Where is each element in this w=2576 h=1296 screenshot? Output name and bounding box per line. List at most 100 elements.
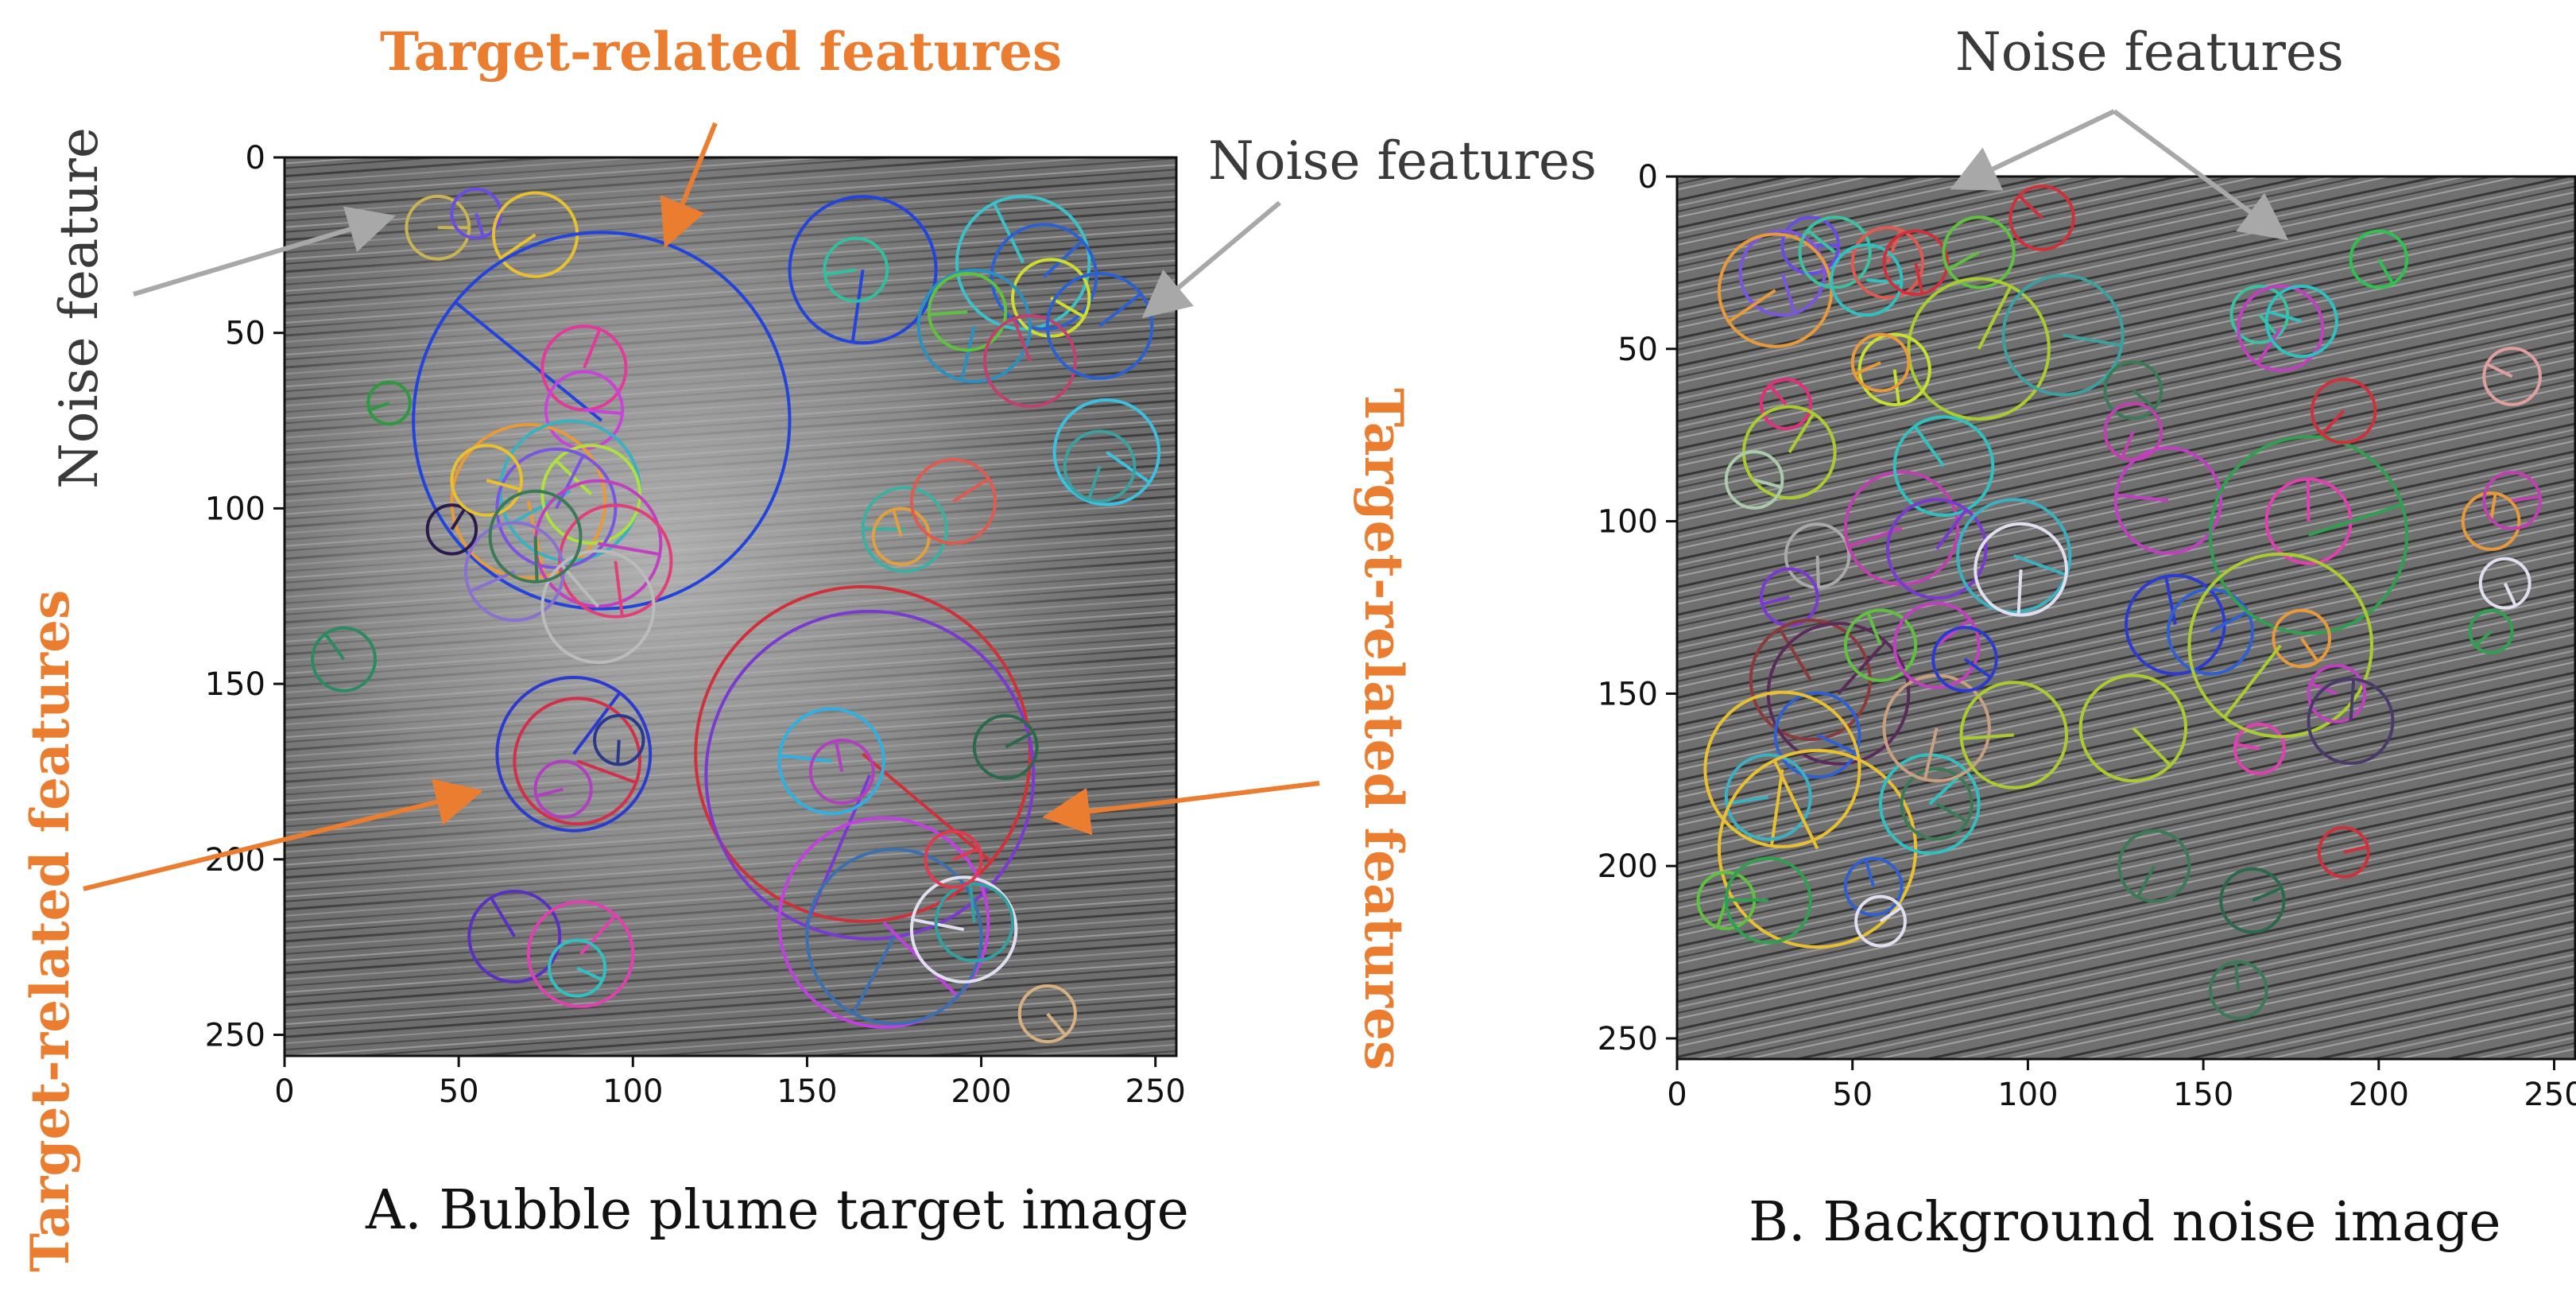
keypoint-circle	[1850, 332, 1911, 393]
x-tick-label: 50	[439, 1073, 479, 1110]
keypoint-circle	[823, 236, 889, 303]
keypoint-circle	[2117, 829, 2191, 903]
keypoint-circle	[1052, 398, 1161, 506]
keypoint-orientation	[2233, 961, 2241, 991]
annotation-noise-feature-left: Noise feature	[48, 127, 110, 489]
keypoint-orientation	[533, 536, 539, 582]
keypoint-orientation	[2136, 865, 2156, 898]
keypoint-orientation	[1807, 229, 1836, 254]
keypoint-circle	[2307, 664, 2367, 724]
keypoint-orientation	[1947, 250, 1980, 271]
keypoint-orientation	[2252, 887, 2283, 902]
keypoint-orientation	[1769, 769, 1784, 847]
keypoint-circle	[1011, 258, 1091, 338]
keypoint-orientation	[583, 408, 623, 416]
keypoint-circle	[513, 697, 642, 826]
keypoint-circle	[1738, 229, 1826, 317]
keypoint-circle	[2009, 184, 2075, 251]
keypoint-orientation	[598, 541, 660, 557]
y-tick-label: 50	[225, 316, 265, 352]
keypoint-orientation	[1005, 731, 1035, 749]
panel-b-frame	[1675, 175, 2576, 1061]
keypoint-circle	[2237, 284, 2325, 372]
keypoint-circle	[704, 609, 1036, 941]
keypoint-orientation	[1043, 239, 1083, 278]
keypoint-orientation	[912, 918, 965, 932]
keypoint-orientation	[576, 966, 603, 982]
keypoint-circle	[1892, 415, 1995, 518]
keypoint-orientation	[1753, 478, 1782, 489]
keypoint-circle	[526, 900, 635, 1008]
annotation-target-top: Target-related features	[380, 21, 1062, 83]
keypoint-circle	[1843, 608, 1918, 682]
annotation-target-right-vertical: Target-related features	[1353, 388, 1415, 1070]
annotation-noise-features-a: Noise features	[1208, 130, 1597, 192]
keypoint-orientation	[1854, 361, 1881, 376]
keypoint-circle	[1959, 681, 2068, 790]
keypoint-orientation	[486, 479, 521, 491]
keypoint-circle	[1956, 498, 2072, 614]
keypoint-circle	[1885, 498, 1988, 600]
keypoint-orientation	[1913, 425, 1946, 468]
keypoint-circle	[2187, 552, 2373, 739]
keypoint-circle	[558, 503, 673, 619]
keypoint-circle	[777, 816, 990, 1029]
keypoint-circle	[540, 444, 642, 545]
keypoint-orientation	[1977, 285, 2012, 350]
x-tick-label: 50	[1832, 1077, 1873, 1113]
keypoint-orientation	[1768, 384, 1788, 405]
keypoint-orientation	[2300, 637, 2319, 663]
keypoint-circle	[1759, 378, 1812, 431]
keypoint-orientation	[968, 884, 976, 923]
keypoint-circle	[2208, 960, 2268, 1020]
keypoint-orientation	[2235, 742, 2260, 751]
keypoint-circle	[1773, 691, 1861, 779]
keypoint-circle	[548, 938, 607, 998]
keypoint-circle	[467, 889, 562, 984]
keypoint-circle	[1063, 429, 1137, 503]
keypoint-circle	[2219, 867, 2286, 934]
keypoint-circle	[540, 324, 628, 412]
arrow-noise-b-right	[2113, 109, 2289, 241]
keypoint-orientation	[1961, 733, 2014, 741]
keypoint-orientation	[2016, 569, 2023, 615]
keypoint-orientation	[2258, 313, 2279, 337]
keypoint-circle	[2233, 722, 2286, 775]
keypoint-orientation	[2512, 495, 2540, 502]
x-tick-label: 250	[2524, 1077, 2576, 1113]
x-tick-label: 0	[274, 1073, 294, 1110]
keypoint-orientation	[1050, 296, 1085, 319]
keypoint-orientation	[1879, 906, 1903, 923]
keypoint-orientation	[2256, 327, 2282, 365]
keypoint-circle	[1830, 243, 1904, 317]
keypoint-orientation	[952, 477, 990, 503]
keypoint-orientation	[928, 310, 968, 316]
x-tick-label: 250	[1125, 1073, 1186, 1110]
keypoint-orientation	[892, 509, 903, 537]
keypoint-circle	[1857, 332, 1931, 406]
x-tick-label: 150	[2173, 1077, 2233, 1113]
annotation-target-left-vertical: Target-related features	[19, 590, 81, 1272]
keypoint-orientation	[1761, 596, 1790, 606]
keypoint-orientation	[1848, 526, 1903, 549]
keypoint-orientation	[1715, 899, 1728, 928]
keypoint-circle	[1974, 522, 2068, 617]
x-tick-label: 150	[777, 1073, 837, 1110]
keypoint-orientation	[583, 328, 602, 369]
keypoint-circle	[1892, 601, 1981, 689]
keypoint-orientation	[779, 754, 832, 763]
keypoint-orientation	[2267, 310, 2303, 324]
keypoint-circle	[412, 231, 792, 611]
panel-b-caption: B. Background noise image	[1749, 1191, 2501, 1254]
keypoint-circle	[1900, 767, 1974, 841]
keypoint-orientation	[1778, 627, 1812, 681]
keypoint-orientation	[1935, 802, 1968, 823]
arrow-noise-a	[1141, 200, 1281, 319]
panel-a-caption: A. Bubble plume target image	[365, 1179, 1189, 1242]
keypoint-orientation	[490, 897, 516, 937]
keypoint-orientation	[475, 213, 485, 238]
